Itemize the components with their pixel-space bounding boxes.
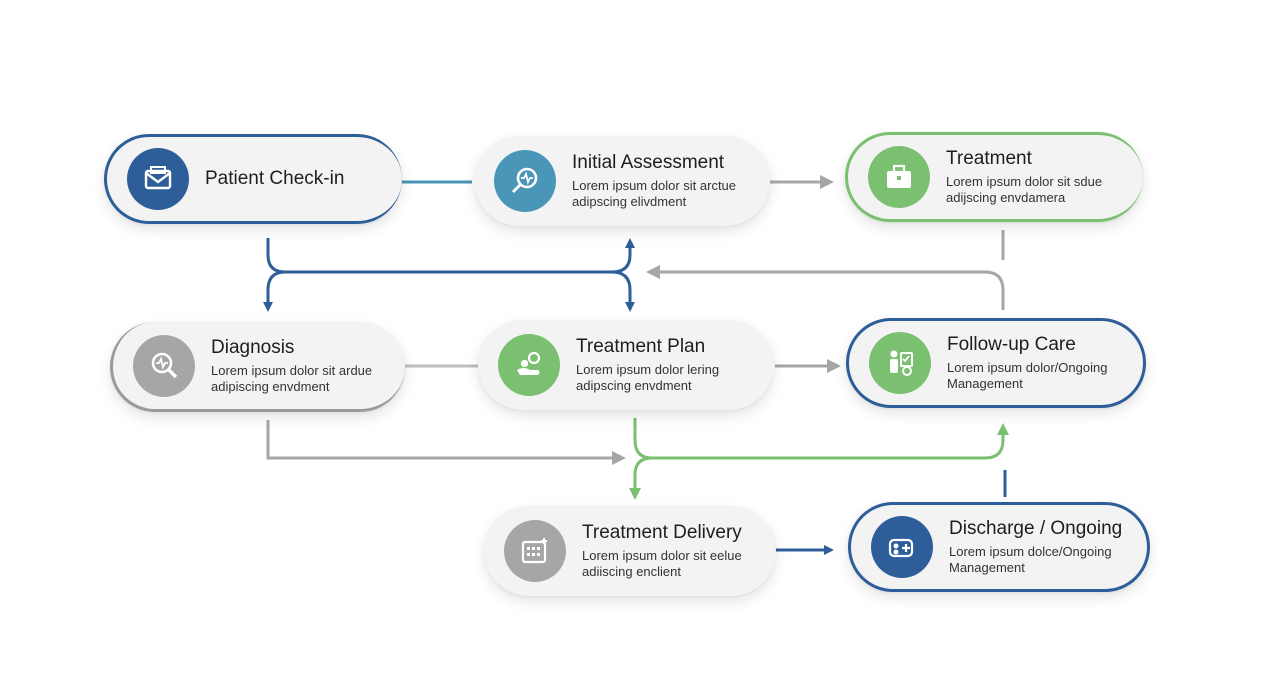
node-title: Discharge / Ongoing (949, 518, 1123, 539)
node-desc: Management (949, 560, 1025, 575)
edge-checkin-diagnosis (266, 238, 635, 274)
node-desc: Lorem ipsum dolor lering (576, 362, 720, 377)
node-treatment-delivery: Treatment Delivery Lorem ipsum dolor sit… (484, 506, 776, 596)
node-desc: adipscing envdment (576, 378, 692, 393)
hand-pill-icon (498, 334, 560, 396)
node-desc: adijscing envdamera (946, 190, 1066, 205)
node-desc: Lorem ipsum dolce/Ongoing (949, 544, 1112, 559)
edge-loop-down-left (263, 270, 286, 312)
edge-loop-down-right (611, 270, 635, 312)
edge-plan-delivery-down (629, 456, 653, 500)
magnifier-heartbeat-icon (494, 150, 556, 212)
calendar-icon (504, 520, 566, 582)
node-title: Follow-up Care (947, 334, 1076, 355)
edge-plan-delivery (633, 418, 1009, 460)
pills-plus-icon (871, 516, 933, 578)
node-treatment-plan: Treatment Plan Lorem ipsum dolor lering … (478, 320, 774, 410)
node-desc: Lorem ipsum dolor sit ardue (211, 362, 373, 378)
node-desc: Lorem ipsum dolor sit arctue (572, 178, 737, 193)
envelope-icon (127, 148, 189, 210)
person-checklist-icon (869, 332, 931, 394)
node-desc: adiiscing enclient (582, 564, 682, 579)
node-title: Treatment (946, 148, 1032, 169)
node-desc: adipiscing envdment (211, 378, 330, 394)
node-diagnosis: Diagnosis Lorem ipsum dolor sit ardue ad… (110, 322, 405, 412)
node-desc: adipscing elivdment (572, 194, 687, 209)
node-desc: Management (947, 376, 1023, 391)
briefcase-icon (868, 146, 930, 208)
node-title: Patient Check-in (205, 168, 345, 189)
node-patient-check-in: Patient Check-in (104, 134, 402, 224)
node-desc: Lorem ipsum dolor sit eelue (582, 548, 742, 563)
node-desc: Lorem ipsum dolor sit sdue (946, 174, 1103, 189)
node-desc: Lorem ipsum dolor/Ongoing (947, 360, 1108, 375)
edge-diagnosis-delivery (266, 420, 626, 465)
node-title: Treatment Plan (576, 336, 706, 357)
edge-followup-back (646, 265, 1005, 310)
node-title: Treatment Delivery (582, 522, 742, 543)
node-discharge-ongoing: Discharge / Ongoing Lorem ipsum dolce/On… (848, 502, 1150, 592)
node-follow-up-care: Follow-up Care Lorem ipsum dolor/Ongoing… (846, 318, 1146, 408)
node-initial-assessment: Initial Assessment Lorem ipsum dolor sit… (474, 136, 770, 226)
node-title: Diagnosis (211, 336, 295, 358)
node-treatment: Treatment Lorem ipsum dolor sit sdue adi… (845, 132, 1143, 222)
magnifier-icon (133, 334, 195, 397)
node-title: Initial Assessment (572, 152, 725, 173)
